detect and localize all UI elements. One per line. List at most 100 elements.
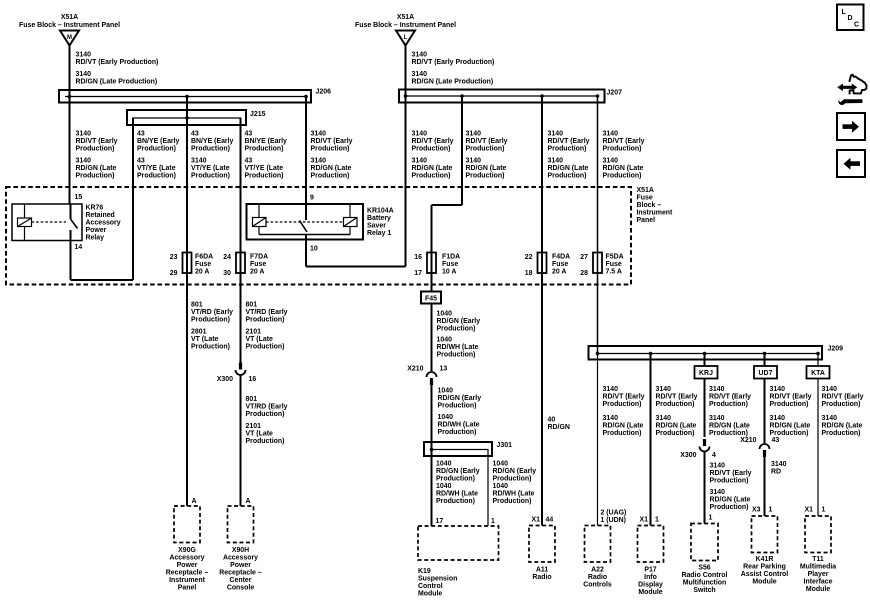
svg-text:28: 28 <box>580 270 588 277</box>
svg-text:Saver: Saver <box>367 222 386 229</box>
svg-text:KR104A: KR104A <box>367 207 394 214</box>
svg-text:3140: 3140 <box>603 131 619 138</box>
svg-text:Production): Production) <box>437 326 476 333</box>
svg-text:23: 23 <box>170 254 178 261</box>
svg-text:F1DA: F1DA <box>442 253 460 260</box>
svg-text:Production): Production) <box>191 146 230 153</box>
svg-text:RD/WH (Late: RD/WH (Late <box>437 344 479 351</box>
svg-text:RD/GN (Late: RD/GN (Late <box>656 423 697 430</box>
svg-text:RD/VT (Early: RD/VT (Early <box>603 394 645 401</box>
svg-text:Player: Player <box>808 571 829 578</box>
svg-text:3140: 3140 <box>412 52 428 59</box>
svg-text:18: 18 <box>525 270 533 277</box>
svg-text:3140: 3140 <box>76 158 92 165</box>
svg-text:F45: F45 <box>425 295 437 302</box>
svg-text:Production): Production) <box>245 173 284 180</box>
svg-text:RD/VT (Early: RD/VT (Early <box>603 138 645 145</box>
svg-text:RD/GN (Late: RD/GN (Late <box>709 423 750 430</box>
svg-text:Production): Production) <box>191 343 230 350</box>
svg-text:Production): Production) <box>822 401 861 408</box>
svg-text:Interface: Interface <box>804 579 833 586</box>
svg-text:RD/WH (Late: RD/WH (Late <box>493 491 535 498</box>
svg-text:Fuse: Fuse <box>195 261 211 268</box>
svg-text:L: L <box>842 9 847 16</box>
svg-text:2101: 2101 <box>246 328 262 335</box>
svg-text:1040: 1040 <box>493 483 509 490</box>
svg-text:VT/RD (Early: VT/RD (Early <box>246 404 288 411</box>
svg-text:3140: 3140 <box>76 131 92 138</box>
svg-text:10: 10 <box>310 246 318 253</box>
svg-text:Production): Production) <box>436 476 475 483</box>
svg-text:S56: S56 <box>698 565 710 572</box>
svg-text:VT (Late: VT (Late <box>246 336 274 343</box>
svg-text:L: L <box>404 35 408 41</box>
svg-text:20 A: 20 A <box>250 268 264 275</box>
svg-text:3140: 3140 <box>76 52 92 59</box>
svg-text:Production): Production) <box>412 146 451 153</box>
svg-text:RD/VT (Early: RD/VT (Early <box>770 394 812 401</box>
svg-text:3140: 3140 <box>76 71 92 78</box>
svg-text:Production): Production) <box>493 476 532 483</box>
svg-text:RD/VT (Early Production): RD/VT (Early Production) <box>76 59 159 66</box>
svg-text:Production): Production) <box>246 411 285 418</box>
svg-text:Production): Production) <box>76 173 115 180</box>
svg-text:7.5 A: 7.5 A <box>606 268 622 275</box>
svg-text:X1: X1 <box>805 507 814 514</box>
svg-text:Receptacle –: Receptacle – <box>166 570 209 577</box>
svg-text:16: 16 <box>249 376 257 383</box>
svg-text:RD/GN (Early: RD/GN (Early <box>493 468 537 475</box>
svg-text:3140: 3140 <box>603 415 619 422</box>
svg-text:Production): Production) <box>710 504 749 511</box>
svg-text:Fuse: Fuse <box>606 261 622 268</box>
svg-text:Production): Production) <box>710 478 749 485</box>
svg-text:RD/GN (Early: RD/GN (Early <box>437 318 481 325</box>
svg-text:1: 1 <box>655 517 659 524</box>
svg-text:Production): Production) <box>436 498 475 505</box>
svg-text:43: 43 <box>245 131 253 138</box>
svg-text:BN/YE (Early: BN/YE (Early <box>191 138 234 145</box>
svg-text:Accessory: Accessory <box>223 555 258 562</box>
svg-text:VT/YE (Late: VT/YE (Late <box>191 165 230 172</box>
svg-text:Production): Production) <box>191 173 230 180</box>
svg-text:J301: J301 <box>497 442 513 449</box>
svg-text:29: 29 <box>170 270 178 277</box>
svg-text:RD/GN (Late: RD/GN (Late <box>710 497 751 504</box>
svg-text:A11: A11 <box>536 567 548 574</box>
svg-text:Production): Production) <box>466 173 505 180</box>
svg-text:Multifunction: Multifunction <box>683 580 727 587</box>
svg-text:3140: 3140 <box>191 158 207 165</box>
svg-text:X51A: X51A <box>397 14 414 21</box>
svg-text:Production): Production) <box>548 146 587 153</box>
svg-text:Production): Production) <box>412 173 451 180</box>
svg-text:F5DA: F5DA <box>606 253 624 260</box>
svg-text:10 A: 10 A <box>442 268 456 275</box>
svg-text:Rear Parking: Rear Parking <box>743 564 786 571</box>
svg-text:RD/GN (Late: RD/GN (Late <box>412 165 453 172</box>
svg-text:Switch: Switch <box>693 587 715 594</box>
svg-text:F4DA: F4DA <box>552 253 570 260</box>
svg-text:X90H: X90H <box>232 547 249 554</box>
svg-text:2101: 2101 <box>246 423 262 430</box>
svg-text:15: 15 <box>75 194 83 201</box>
svg-text:RD/VT (Early: RD/VT (Early <box>656 394 698 401</box>
svg-text:43: 43 <box>245 158 253 165</box>
svg-text:3140: 3140 <box>710 463 726 470</box>
svg-text:3140: 3140 <box>770 386 786 393</box>
svg-text:1 (UDN): 1 (UDN) <box>601 517 626 524</box>
svg-text:3140: 3140 <box>412 71 428 78</box>
svg-text:VT/RD (Early: VT/RD (Early <box>191 309 233 316</box>
svg-text:J206: J206 <box>316 89 332 96</box>
svg-text:1040: 1040 <box>437 337 453 344</box>
svg-text:Center: Center <box>230 577 252 584</box>
svg-text:J207: J207 <box>607 90 623 97</box>
svg-text:Production): Production) <box>246 316 285 323</box>
svg-text:RD/GN (Early: RD/GN (Early <box>438 395 482 402</box>
svg-text:Module: Module <box>418 591 442 598</box>
svg-text:3140: 3140 <box>311 131 327 138</box>
svg-text:Suspension: Suspension <box>418 576 457 583</box>
svg-text:Production): Production) <box>603 430 642 437</box>
svg-text:24: 24 <box>223 254 231 261</box>
svg-text:Production): Production) <box>76 146 115 153</box>
svg-text:RD/GN (Late Production): RD/GN (Late Production) <box>76 79 158 86</box>
svg-text:RD/GN (Early: RD/GN (Early <box>436 468 480 475</box>
